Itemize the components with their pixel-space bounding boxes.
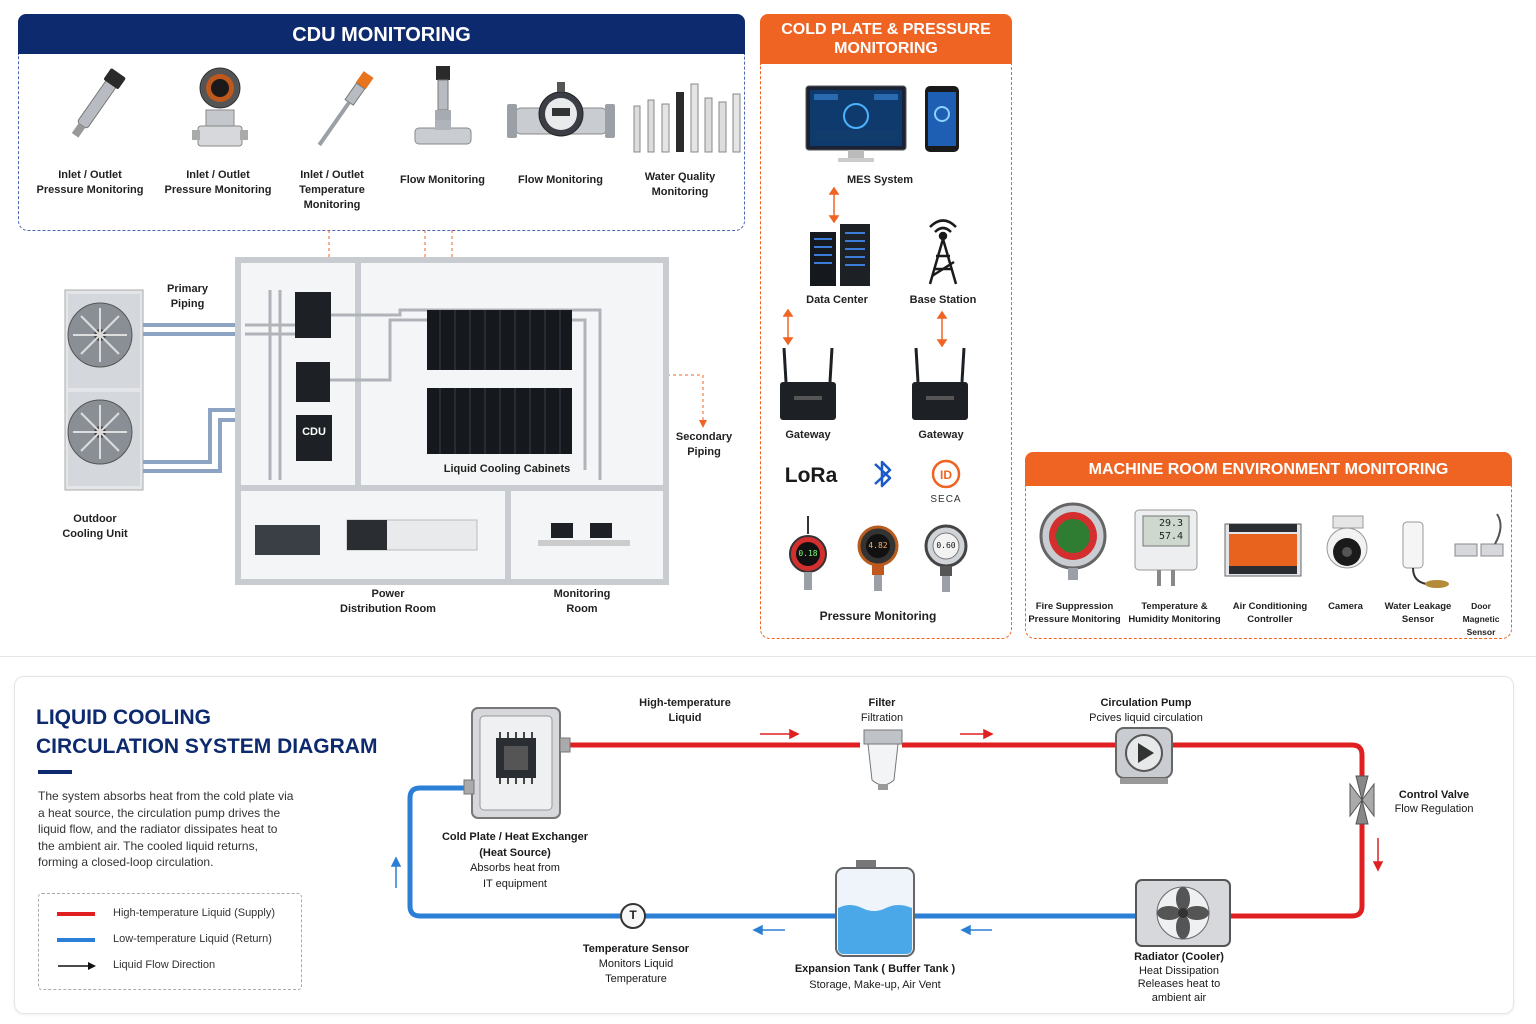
cdu-monitoring-header: CDU MONITORING xyxy=(18,14,745,54)
air-conditioning-controller-icon xyxy=(1224,523,1302,577)
door-magnetic-sensor-icon xyxy=(1454,513,1504,557)
turbine-flow-meter-icon xyxy=(414,66,472,145)
pressure-gauge-red-icon xyxy=(789,516,827,590)
circulation-description: The system absorbs heat from the cold pl… xyxy=(38,789,294,869)
svg-text:ID: ID xyxy=(940,468,952,482)
pressure-gauge-orange-icon xyxy=(857,525,899,591)
pressure-gauge-transmitter-icon xyxy=(192,67,248,147)
title-underline xyxy=(38,770,72,774)
th-reading-1: 29.3 xyxy=(1158,518,1184,529)
cold-plate-label: Cold Plate / Heat Exchanger (Heat Source… xyxy=(441,831,589,890)
circulation-loop-diagram xyxy=(390,707,1384,957)
machine-room-icons xyxy=(1039,502,1504,588)
mes-monitor-icon xyxy=(805,85,907,162)
gauge-reading-1: 0.18 xyxy=(798,549,818,558)
temp-sensor-symbol: T xyxy=(629,908,637,922)
legend-supply-swatch xyxy=(57,912,95,916)
radiator-label: Radiator (Cooler) Heat Dissipation Relea… xyxy=(1134,951,1224,1004)
legend-arrow-icon xyxy=(58,962,96,970)
id-badge-icon: ID xyxy=(931,459,961,489)
electromagnetic-flow-meter-icon xyxy=(507,82,615,138)
legend-supply-label: High-temperature Liquid (Supply) xyxy=(113,907,276,919)
seca-label: SECA xyxy=(930,494,962,505)
camera-icon xyxy=(1326,515,1368,569)
gauge-reading-2: 4.82 xyxy=(868,541,888,550)
machine-item-label-2: Temperature &Humidity Monitoring xyxy=(1128,601,1221,625)
cdu-monitoring-title: CDU MONITORING xyxy=(292,24,471,46)
cdu-item-label-5: Flow Monitoring xyxy=(518,174,603,186)
base-station-tower-icon xyxy=(928,219,958,285)
cdu-unit-label: CDU xyxy=(302,426,326,438)
machine-room-panel xyxy=(1025,486,1512,639)
lora-logo: LoRa xyxy=(784,464,838,487)
filter-icon xyxy=(863,729,903,790)
circulation-pump-icon xyxy=(1115,727,1173,784)
legend-box xyxy=(38,893,302,990)
temperature-probe-icon xyxy=(317,71,374,147)
pressure-monitoring-label: Pressure Monitoring xyxy=(819,609,937,623)
cold-plate-panel xyxy=(760,64,1012,639)
divider-line xyxy=(0,656,1536,657)
fire-suppression-gauge-icon xyxy=(1039,502,1107,580)
cdu-device-icons xyxy=(71,66,741,153)
cdu-monitoring-panel xyxy=(18,54,745,231)
circulation-title: LIQUID COOLING CIRCULATION SYSTEM DIAGRA… xyxy=(36,706,378,758)
temp-sensor-label: Temperature Sensor Monitors Liquid Tempe… xyxy=(582,943,690,985)
gateway-right-icon xyxy=(912,347,968,420)
th-reading-2: 57.4 xyxy=(1158,531,1184,542)
base-station-label: Base Station xyxy=(909,294,977,306)
data-center-label: Data Center xyxy=(806,294,868,306)
cold-plate-icons: ID xyxy=(780,85,968,592)
mes-system-label: MES System xyxy=(846,174,914,186)
temperature-sensor-icon xyxy=(620,903,646,929)
mobile-phone-icon xyxy=(925,86,959,152)
legend-direction-label: Liquid Flow Direction xyxy=(113,959,216,971)
cold-plate-heat-exchanger-icon xyxy=(463,707,571,819)
cdu-item-label-4: Flow Monitoring xyxy=(400,174,485,186)
circulation-panel xyxy=(14,676,1514,1014)
temperature-humidity-monitor-icon xyxy=(1134,509,1198,586)
facility-illustration xyxy=(64,230,707,585)
water-quality-sensors-icon xyxy=(633,83,741,153)
gauge-reading-3: 0.60 xyxy=(936,541,956,550)
gateway-left-icon xyxy=(780,347,836,420)
bluetooth-icon xyxy=(874,460,892,488)
gateway-right-label: Gateway xyxy=(918,429,964,441)
machine-item-label-4: Camera xyxy=(1328,601,1363,612)
legend-return-label: Low-temperature Liquid (Return) xyxy=(113,933,272,945)
pressure-gauge-digital-icon xyxy=(924,524,968,592)
gateway-left-label: Gateway xyxy=(785,429,831,441)
pressure-transmitter-icon xyxy=(71,68,126,138)
data-center-server-icon xyxy=(810,224,870,286)
legend-return-swatch xyxy=(57,938,95,942)
liquid-cooling-cabinets-label: Liquid Cooling Cabinets xyxy=(443,463,571,475)
expansion-tank-icon xyxy=(835,860,915,957)
outdoor-cooling-unit-icon xyxy=(64,289,144,491)
radiator-fan-icon xyxy=(1135,879,1231,947)
cold-plate-header: COLD PLATE & PRESSURE MONITORING xyxy=(760,14,1012,64)
machine-room-header: MACHINE ROOM ENVIRONMENT MONITORING xyxy=(1025,452,1512,486)
water-leakage-sensor-icon xyxy=(1402,521,1449,588)
control-valve-icon xyxy=(1349,775,1375,825)
tank-label: Expansion Tank ( Buffer Tank ) Storage, … xyxy=(794,963,956,991)
